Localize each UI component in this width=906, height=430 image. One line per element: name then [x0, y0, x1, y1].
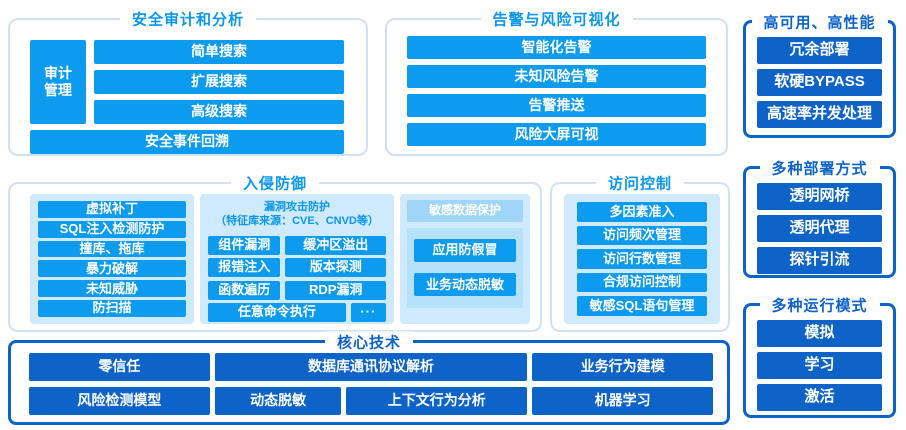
section-title-core-technology: 核心技术: [324, 331, 414, 353]
vuln-grid-row: 函数遍历 RDP漏洞: [208, 280, 386, 300]
block-high-speed-concurrency: 高速率并发处理: [757, 101, 882, 128]
audit-search-rows: 简单搜索 扩展搜索 高级搜索: [94, 40, 344, 124]
core-row-1: 零信任 数据库通讯协议解析 业务行为建模: [29, 353, 714, 381]
block-context-behavior-analysis: 上下文行为分析: [346, 387, 528, 415]
vuln-grid-row: 组件漏洞 缓冲区溢出: [208, 235, 386, 255]
vuln-header-line2: （特征库来源：CVE、CNVD等）: [215, 215, 379, 228]
block-extended-search: 扩展搜索: [94, 70, 344, 94]
block-probe-traffic-diversion: 探针引流: [757, 247, 882, 274]
vulnerability-protection-panel: 漏洞攻击防护 （特征库来源：CVE、CNVD等） 组件漏洞 缓冲区溢出 报错注入…: [200, 194, 394, 324]
block-zero-trust: 零信任: [29, 353, 210, 381]
block-buffer-overflow: 缓冲区溢出: [285, 235, 386, 255]
block-unknown-risk-alert: 未知风险告警: [407, 65, 706, 88]
alert-rows: 智能化告警 未知风险告警 告警推送 风险大屏可视: [407, 36, 706, 146]
block-compliant-access-control: 合规访问控制: [577, 272, 707, 293]
sensitive-data-header: 敏感数据保护: [407, 200, 523, 222]
block-virtual-patch: 虚拟补丁: [38, 201, 186, 218]
section-security-audit: 安全审计和分析 审计管理 简单搜索 扩展搜索 高级搜索 安全事件回溯: [8, 8, 368, 156]
block-bypass: 软硬BYPASS: [757, 69, 882, 96]
block-redundant-deployment: 冗余部署: [757, 37, 882, 64]
section-running-modes: 多种运行模式 模拟 学习 激活: [743, 294, 896, 418]
block-business-dynamic-masking: 业务动态脱敏: [414, 273, 516, 297]
block-db-protocol-parsing: 数据库通讯协议解析: [214, 353, 528, 381]
sensitive-data-panel: 敏感数据保护 应用防假冒 业务动态脱敏: [400, 194, 530, 324]
block-sql-injection-protection: SQL注入检测防护: [38, 220, 186, 238]
block-dynamic-masking: 动态脱敏: [214, 387, 342, 415]
sensitive-data-inner-panel: 应用防假冒 业务动态脱敏: [407, 227, 523, 308]
block-version-detection: 版本探测: [285, 258, 386, 278]
section-title-running-modes: 多种运行模式: [759, 294, 880, 316]
block-business-behavior-modeling: 业务行为建模: [532, 353, 714, 381]
section-title-alert-risk: 告警与风险可视化: [480, 8, 633, 30]
block-more-ellipsis: ···: [350, 303, 386, 323]
core-row-2: 风险检测模型 动态脱敏 上下文行为分析 机器学习: [29, 387, 713, 415]
block-arbitrary-command: 任意命令执行: [208, 303, 346, 323]
block-advanced-search: 高级搜索: [94, 100, 344, 124]
intrusion-left-panel: 虚拟补丁 SQL注入检测防护 撞库、拖库 暴力破解 未知威胁 防扫描: [30, 194, 194, 324]
section-title-high-availability: 高可用、高性能: [751, 11, 888, 33]
block-learning-mode: 学习: [757, 352, 882, 379]
section-high-availability: 高可用、高性能 冗余部署 软硬BYPASS 高速率并发处理: [743, 11, 896, 138]
section-deployment-modes: 多种部署方式 透明网桥 透明代理 探针引流: [743, 157, 896, 278]
section-alert-risk-visualization: 告警与风险可视化 智能化告警 未知风险告警 告警推送 风险大屏可视: [385, 8, 728, 156]
section-title-security-audit: 安全审计和分析: [119, 8, 257, 30]
block-error-injection: 报错注入: [208, 258, 281, 278]
section-core-technology: 核心技术 零信任 数据库通讯协议解析 业务行为建模 风险检测模型 动态脱敏 上下…: [8, 331, 730, 425]
block-access-rows-mgmt: 访问行数管理: [577, 249, 707, 269]
modes-rows: 模拟 学习 激活: [757, 320, 882, 411]
block-unknown-threat: 未知威胁: [38, 280, 186, 298]
section-title-deployment-modes: 多种部署方式: [759, 157, 880, 179]
access-control-panel: 多因素准入 访问频次管理 访问行数管理 合规访问控制 敏感SQL语句管理: [564, 194, 720, 324]
section-intrusion-prevention: 入侵防御 虚拟补丁 SQL注入检测防护 撞库、拖库 暴力破解 未知威胁 防扫描 …: [8, 172, 542, 332]
block-app-anti-counterfeit: 应用防假冒: [414, 238, 516, 262]
vuln-grid-row: 报错注入 版本探测: [208, 258, 386, 278]
block-brute-force: 暴力破解: [38, 260, 186, 278]
section-access-control: 访问控制 多因素准入 访问频次管理 访问行数管理 合规访问控制 敏感SQL语句管…: [550, 172, 730, 332]
block-risk-detection-model: 风险检测模型: [29, 387, 210, 415]
block-transparent-bridge: 透明网桥: [757, 183, 882, 210]
block-activation-mode: 激活: [757, 384, 882, 411]
block-sensitive-sql-mgmt: 敏感SQL语句管理: [577, 296, 707, 316]
vulnerability-panel-header: 漏洞攻击防护 （特征库来源：CVE、CNVD等）: [208, 200, 386, 229]
block-rdp-vuln: RDP漏洞: [285, 280, 386, 300]
block-anti-scan: 防扫描: [38, 300, 186, 317]
section-title-access-control: 访问控制: [595, 172, 685, 194]
block-risk-dashboard: 风险大屏可视: [407, 123, 706, 146]
block-machine-learning: 机器学习: [532, 387, 713, 415]
block-function-traversal: 函数遍历: [208, 280, 281, 300]
audit-management-block: 审计管理: [30, 40, 86, 124]
block-alert-push: 告警推送: [407, 94, 706, 117]
block-access-frequency-mgmt: 访问频次管理: [577, 225, 707, 246]
block-component-vuln: 组件漏洞: [208, 235, 281, 255]
vuln-grid-row: 任意命令执行 ···: [208, 303, 386, 323]
block-transparent-proxy: 透明代理: [757, 215, 882, 242]
block-multi-factor-admission: 多因素准入: [577, 202, 707, 222]
block-credential-stuffing: 撞库、拖库: [38, 240, 186, 258]
block-security-event-trace: 安全事件回溯: [30, 130, 344, 154]
ha-rows: 冗余部署 软硬BYPASS 高速率并发处理: [757, 37, 882, 128]
vuln-header-line1: 漏洞攻击防护: [264, 201, 330, 213]
block-intelligent-alert: 智能化告警: [407, 36, 706, 59]
deploy-rows: 透明网桥 透明代理 探针引流: [757, 183, 882, 274]
block-simulation-mode: 模拟: [757, 320, 882, 347]
section-title-intrusion-prevention: 入侵防御: [230, 172, 320, 194]
block-simple-search: 简单搜索: [94, 40, 344, 64]
